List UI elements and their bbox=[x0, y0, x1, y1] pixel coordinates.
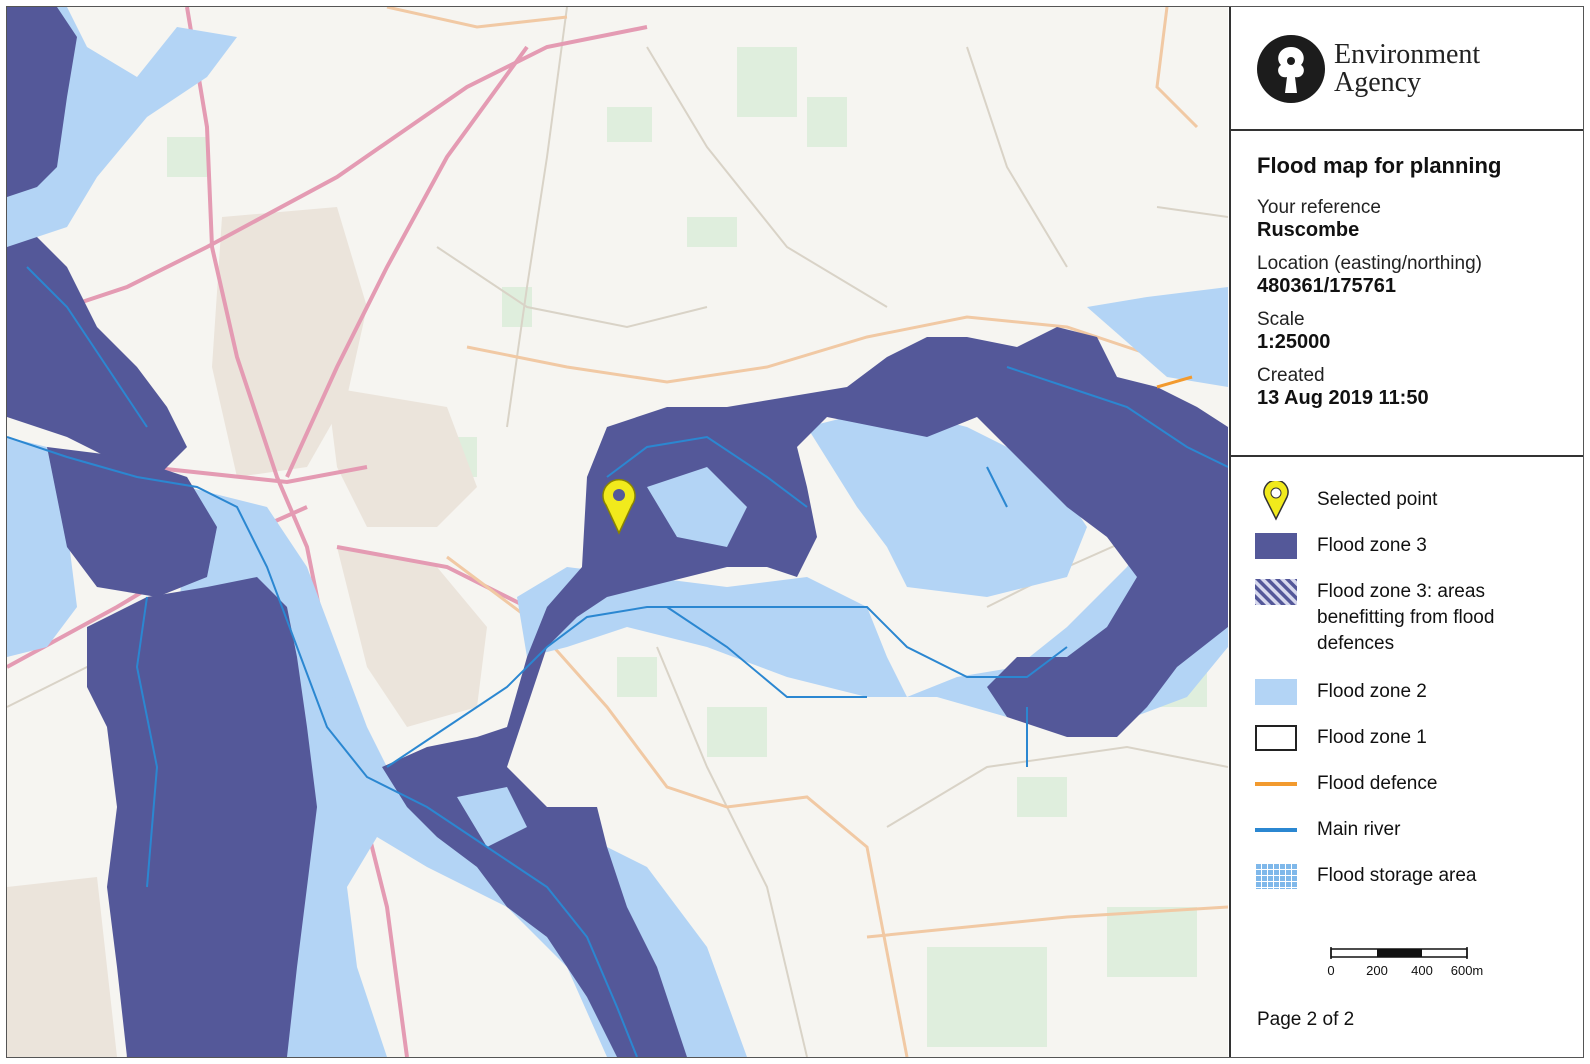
agency-name-line1: Environment bbox=[1334, 39, 1481, 70]
legend-label: Flood zone 2 bbox=[1317, 681, 1427, 702]
legend-label: Flood zone 3 bbox=[1317, 535, 1427, 556]
main-river-line-icon bbox=[1255, 828, 1297, 832]
reference-field: Your reference Ruscombe bbox=[1257, 197, 1583, 241]
legend-panel: Environment Agency Flood map for plannin… bbox=[1229, 7, 1583, 1057]
scale-tick: 400 bbox=[1411, 963, 1433, 978]
document-title: Flood map for planning bbox=[1257, 153, 1502, 178]
flood-zone-2-swatch bbox=[1255, 679, 1297, 705]
map-pin-icon bbox=[1263, 481, 1289, 521]
flood-map-document: Environment Agency Flood map for plannin… bbox=[6, 6, 1584, 1058]
location-label: Location (easting/northing) bbox=[1257, 253, 1482, 274]
legend-item-selected-point: Selected point bbox=[1255, 477, 1583, 523]
legend-label: Main river bbox=[1317, 819, 1401, 840]
scale-tick: 0 bbox=[1327, 963, 1334, 978]
environment-agency-logo-icon bbox=[1257, 35, 1325, 103]
location-field: Location (easting/northing) 480361/17576… bbox=[1257, 253, 1583, 297]
created-label: Created bbox=[1257, 365, 1325, 386]
urban-areas bbox=[7, 207, 487, 1057]
reference-value: Ruscombe bbox=[1257, 219, 1360, 241]
created-field: Created 13 Aug 2019 11:50 bbox=[1257, 365, 1583, 409]
agency-name: Environment Agency bbox=[1334, 41, 1564, 97]
flood-map[interactable] bbox=[7, 7, 1228, 1057]
flood-zone-3-swatch bbox=[1255, 533, 1297, 559]
location-value: 480361/175761 bbox=[1257, 275, 1397, 297]
scale-field: Scale 1:25000 bbox=[1257, 309, 1583, 353]
map-legend: Selected point Flood zone 3 Flood zone 3 bbox=[1231, 457, 1583, 1057]
selected-point-marker[interactable] bbox=[602, 478, 636, 535]
page-number: Page 2 of 2 bbox=[1257, 1009, 1355, 1030]
legend-label: Flood storage area bbox=[1317, 865, 1477, 886]
scale-bar: 0 200 400 600m bbox=[1327, 947, 1484, 978]
flood-defences bbox=[1156, 375, 1193, 389]
legend-label: Flood defence bbox=[1317, 773, 1438, 794]
legend-label: Flood zone 1 bbox=[1317, 727, 1427, 748]
reference-label: Your reference bbox=[1257, 197, 1381, 218]
scale-tick: 200 bbox=[1366, 963, 1388, 978]
legend-item-main-river: Main river bbox=[1255, 807, 1583, 853]
agency-name-line2: Agency bbox=[1334, 67, 1422, 98]
scale-value: 1:25000 bbox=[1257, 331, 1331, 353]
flood-zone-3-areas bbox=[7, 7, 1228, 1057]
legend-item-flood-zone-2: Flood zone 2 bbox=[1255, 669, 1583, 715]
map-info: Flood map for planning Your reference Ru… bbox=[1231, 131, 1583, 457]
legend-item-flood-zone-1: Flood zone 1 bbox=[1255, 715, 1583, 761]
main-rivers bbox=[7, 266, 1228, 1057]
legend-label: Flood zone 3: areas benefitting from flo… bbox=[1317, 581, 1495, 654]
scale-tick: 600m bbox=[1451, 963, 1484, 978]
legend-item-flood-zone-3: Flood zone 3 bbox=[1255, 523, 1583, 569]
scale-label: Scale bbox=[1257, 309, 1305, 330]
map-canvas bbox=[7, 7, 1228, 1057]
flood-zone-1-swatch bbox=[1255, 725, 1297, 751]
hatched-swatch-icon bbox=[1255, 579, 1297, 605]
legend-item-flood-storage-area: Flood storage area bbox=[1255, 853, 1583, 899]
legend-label: Selected point bbox=[1317, 489, 1438, 510]
flood-defence-line-icon bbox=[1255, 782, 1297, 786]
flood-storage-grid-icon bbox=[1255, 863, 1297, 889]
created-value: 13 Aug 2019 11:50 bbox=[1257, 387, 1429, 409]
legend-item-flood-zone-3-defended: Flood zone 3: areas benefitting from flo… bbox=[1255, 569, 1583, 669]
legend-item-flood-defence: Flood defence bbox=[1255, 761, 1583, 807]
agency-header: Environment Agency bbox=[1231, 7, 1583, 131]
green-fields bbox=[167, 47, 1207, 1047]
